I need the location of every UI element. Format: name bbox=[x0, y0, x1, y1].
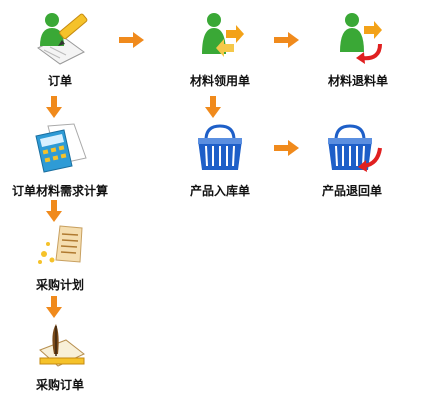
document-quill-icon bbox=[39, 324, 85, 367]
node-label: 材料退料单 bbox=[327, 74, 388, 88]
node-label: 采购订单 bbox=[35, 378, 84, 392]
arrow-right-icon bbox=[274, 32, 299, 48]
arrow-down-icon bbox=[46, 96, 62, 118]
person-return-icon bbox=[340, 13, 382, 64]
node-label: 产品退回单 bbox=[321, 184, 382, 198]
node-product-return[interactable]: 产品退回单 bbox=[292, 122, 412, 199]
person-pencil-icon bbox=[37, 13, 88, 65]
node-purchase-plan[interactable]: 采购计划 bbox=[0, 222, 120, 293]
node-product-inbound[interactable]: 产品入库单 bbox=[160, 122, 280, 199]
basket-return-icon bbox=[328, 124, 382, 172]
arrow-right-icon bbox=[274, 140, 299, 156]
node-label: 订单 bbox=[47, 74, 72, 88]
person-arrows-icon bbox=[202, 13, 244, 57]
arrow-down-icon bbox=[205, 96, 221, 118]
arrow-down-icon bbox=[46, 296, 62, 318]
node-label: 产品入库单 bbox=[189, 184, 250, 198]
node-label: 采购计划 bbox=[35, 278, 84, 292]
node-material-return[interactable]: 材料退料单 bbox=[298, 8, 418, 89]
node-label: 订单材料需求计算 bbox=[11, 184, 108, 198]
calculator-icon bbox=[35, 123, 87, 173]
node-material-requisition[interactable]: 材料领用单 bbox=[160, 8, 280, 89]
node-label: 材料领用单 bbox=[189, 74, 250, 88]
basket-icon bbox=[198, 124, 242, 170]
node-purchase-order[interactable]: 采购订单 bbox=[0, 320, 120, 393]
arrow-right-icon bbox=[119, 32, 144, 48]
node-order[interactable]: 订单 bbox=[0, 8, 120, 89]
node-mrp-calc[interactable]: 订单材料需求计算 bbox=[0, 122, 120, 199]
arrow-down-icon bbox=[46, 200, 62, 222]
plan-document-icon bbox=[38, 225, 83, 264]
